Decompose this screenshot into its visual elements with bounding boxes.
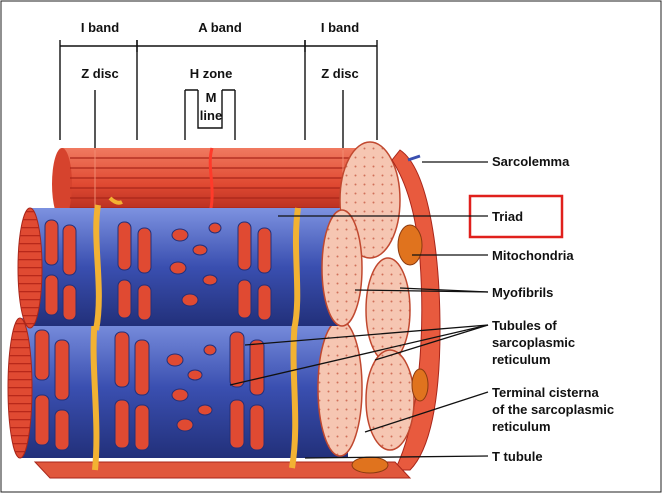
label-h-zone: H zone — [190, 66, 233, 81]
label-i-band-left: I band — [81, 20, 119, 35]
label-myofibrils: Myofibrils — [492, 285, 553, 300]
band-brackets — [60, 40, 377, 150]
label-terminal-1: Terminal cisterna — [492, 385, 599, 400]
label-tubules-2: sarcoplasmic — [492, 335, 575, 350]
label-terminal-2: of the sarcoplasmic — [492, 402, 614, 417]
middle-myofibril — [18, 198, 362, 330]
label-triad: Triad — [492, 209, 523, 224]
label-m-line-1: M — [206, 90, 217, 105]
label-a-band: A band — [198, 20, 242, 35]
label-sarcolemma: Sarcolemma — [492, 154, 570, 169]
label-tubules-3: reticulum — [492, 352, 551, 367]
label-z-disc-left: Z disc — [81, 66, 119, 81]
lower-myofibril — [8, 318, 362, 470]
label-t-tubule: T tubule — [492, 449, 543, 464]
label-tubules-1: Tubules of — [492, 318, 557, 333]
sarcolemma-edge — [408, 156, 420, 160]
label-m-line-2: line — [200, 108, 222, 123]
myofibril-end-faces — [366, 258, 414, 450]
label-z-disc-right: Z disc — [321, 66, 359, 81]
label-mitochondria: Mitochondria — [492, 248, 574, 263]
label-i-band-right: I band — [321, 20, 359, 35]
label-terminal-3: reticulum — [492, 419, 551, 434]
